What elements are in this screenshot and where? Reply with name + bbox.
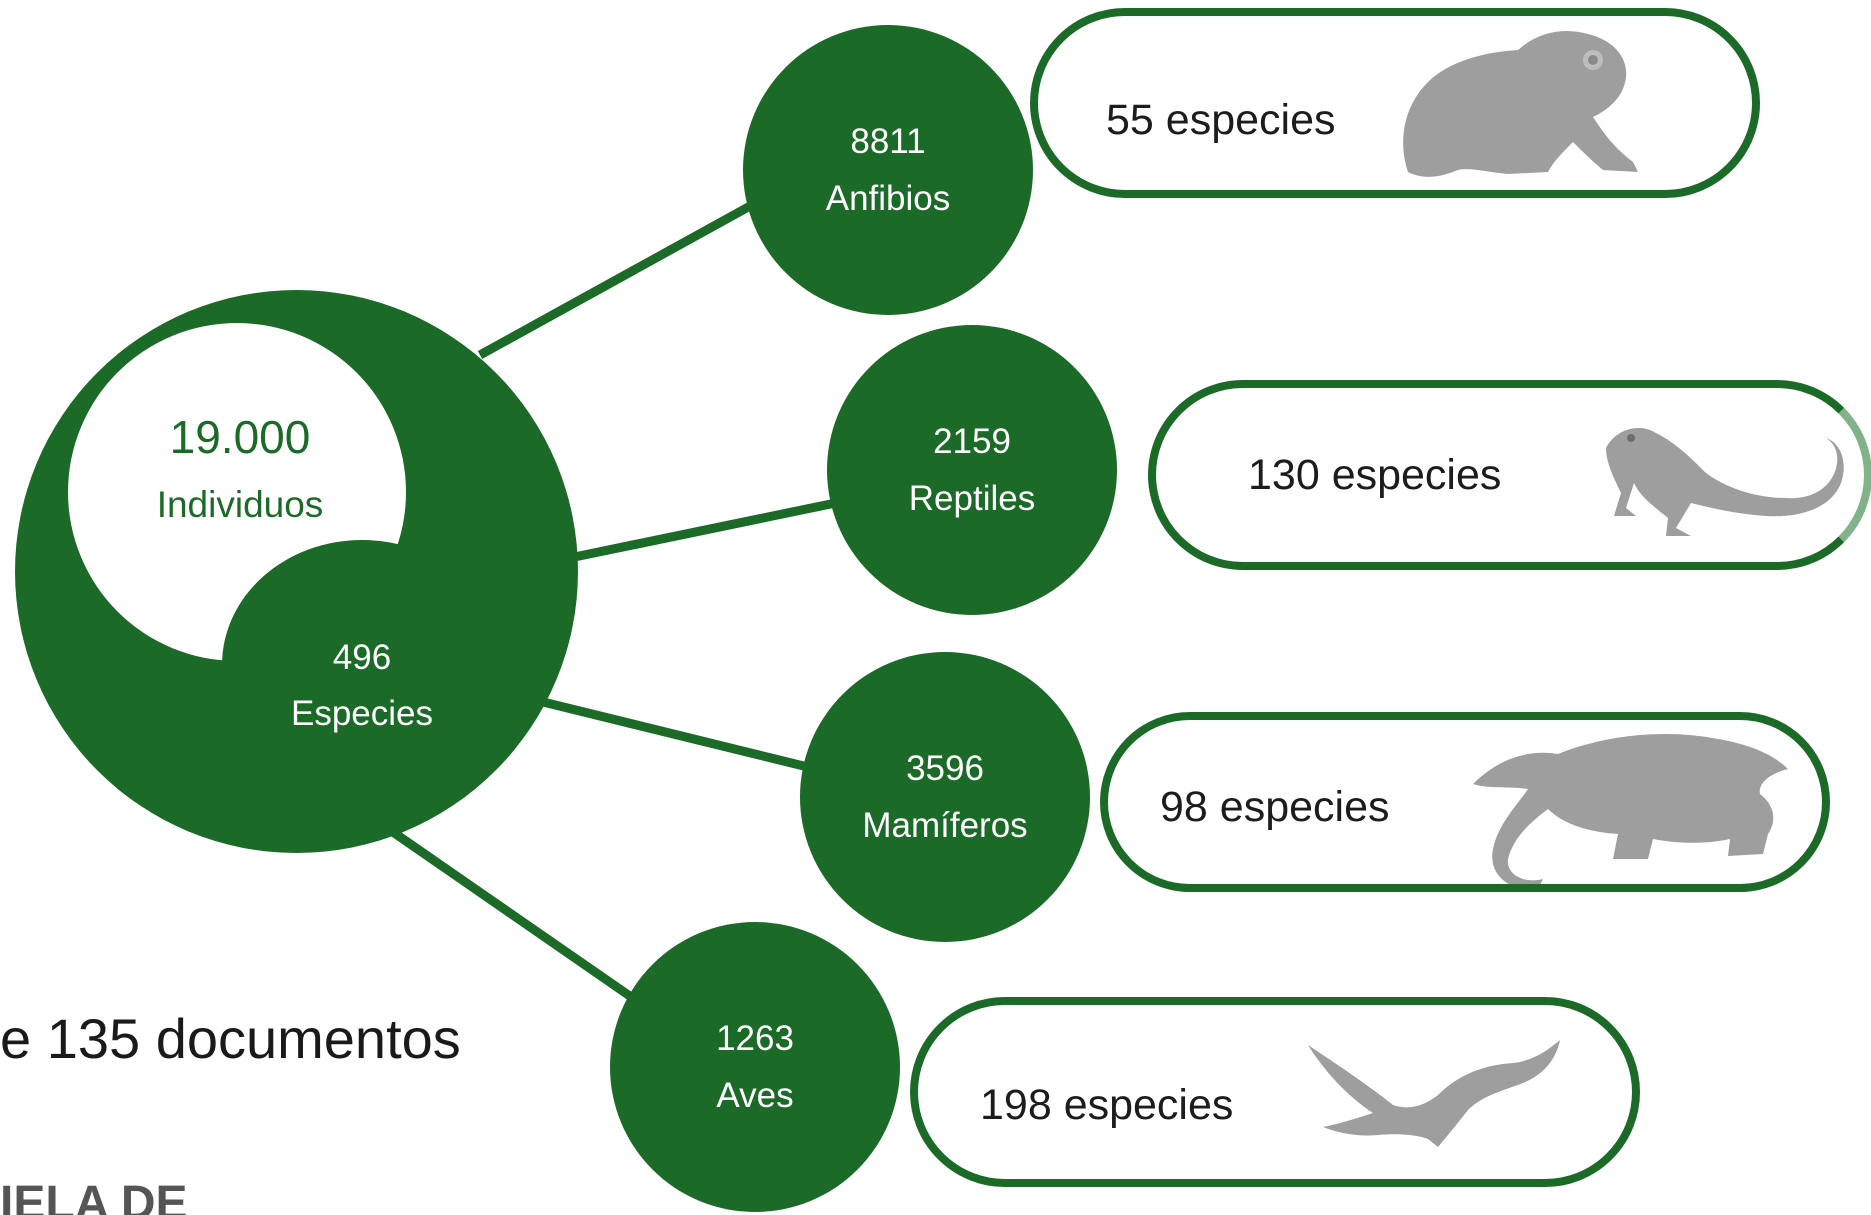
bird-icon [1308, 1040, 1560, 1147]
species-count: 496 [332, 638, 392, 677]
group-count: 2159 [933, 422, 1011, 461]
species-pill-anfibios: 55 especies [1030, 8, 1760, 198]
bottom-heading-text: IELA DE [0, 1177, 188, 1215]
group-count: 1263 [716, 1019, 794, 1058]
documents-text: e 135 documentos [0, 1007, 461, 1070]
species-pill-reptiles: 130 especies [1148, 380, 1871, 570]
individuals-count: 19.000 [169, 411, 311, 463]
species-bubble [222, 540, 502, 790]
connector-aves [387, 826, 653, 1014]
species-label: Especies [290, 694, 434, 733]
group-count: 8811 [850, 122, 926, 161]
group-label: Anfibios [825, 179, 951, 218]
group-circle-anfibios: 8811 Anfibios [743, 25, 1033, 315]
connector-anfibios [477, 191, 773, 359]
lizard-icon [1606, 428, 1844, 536]
group-circle-reptiles: 2159 Reptiles [827, 325, 1117, 615]
anteater-icon [1473, 734, 1788, 884]
species-pill-aves: 198 especies [910, 997, 1640, 1187]
species-pill-text: 55 especies [1106, 96, 1336, 144]
frog-icon [1403, 30, 1638, 177]
group-count: 3596 [906, 749, 984, 788]
group-label: Mamíferos [862, 806, 1028, 845]
species-pill-text: 130 especies [1248, 451, 1502, 499]
connector-reptiles [559, 495, 851, 565]
group-label: Aves [716, 1076, 794, 1115]
species-pill-mamiferos: 98 especies [1100, 712, 1830, 892]
species-pill-text: 198 especies [980, 1081, 1234, 1129]
individuals-label: Individuos [156, 484, 324, 525]
group-circle-mamiferos: 3596 Mamíferos [800, 652, 1090, 942]
group-circle-aves: 1263 Aves [610, 922, 900, 1212]
group-label: Reptiles [908, 479, 1036, 518]
connector-mamiferos [533, 695, 822, 775]
species-pill-text: 98 especies [1160, 783, 1390, 831]
